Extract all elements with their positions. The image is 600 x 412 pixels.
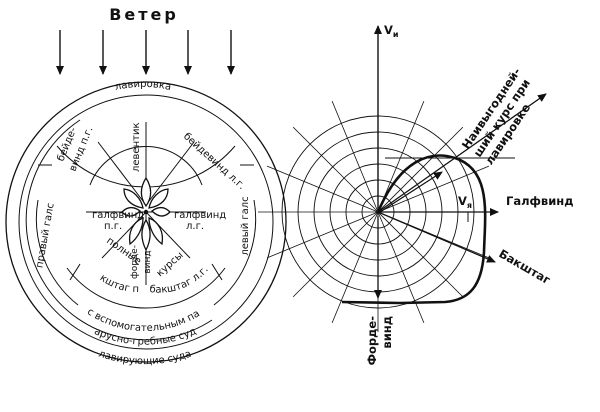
boat-icon-up-left <box>123 188 144 209</box>
label-fordewind-2: винд <box>143 250 153 273</box>
grid-ray-4 <box>377 211 425 324</box>
grid-ray-6 <box>331 211 379 324</box>
grid-ray-16 <box>377 165 490 213</box>
label-full-courses-2: курсы <box>155 250 186 279</box>
ring-labels: лавировка правый галс левый галс суда с … <box>0 0 251 367</box>
label-galfwind-lt-1: галфвинд <box>174 210 226 221</box>
backstay-arrow <box>377 211 496 263</box>
label-tacking: лавировка <box>114 79 172 93</box>
grid-ray-3 <box>377 211 464 298</box>
boat-icon-down-left <box>128 217 144 246</box>
boat-icon-right <box>151 206 171 217</box>
polar-curve <box>341 154 487 305</box>
label-beidewind-lt: бейдевинд л.г. <box>181 131 247 192</box>
vmg-arrow <box>379 171 443 213</box>
label-speed-v: Vя <box>458 194 472 210</box>
boat-icons <box>121 176 171 252</box>
grid-ray-10 <box>266 165 379 213</box>
boat-icon-down-right <box>148 217 164 246</box>
best-course-arrow <box>377 93 547 213</box>
label-galfwind: Галфвинд <box>506 194 574 208</box>
boat-icon-down <box>141 218 151 252</box>
grid-ray-15 <box>377 126 464 213</box>
grid-ray-12 <box>331 100 379 213</box>
axis-label-v: Vи <box>384 23 399 39</box>
label-fordewind-1: форде- <box>130 245 140 279</box>
grid-ray-8 <box>266 211 379 259</box>
polar-speed-diagram: Vи Vя Галфвинд Бакштаг Наивыгодней- ший … <box>258 23 574 365</box>
boat-icon-left <box>121 206 141 217</box>
boat-icon-up-right <box>148 188 169 209</box>
label-fordewind-2: винд <box>380 316 394 349</box>
wind-course-diagram: Ветер <box>0 0 287 367</box>
boat-icon-up <box>140 176 152 208</box>
label-galfwind-rt-2: п.г. <box>104 221 122 232</box>
label-left-tack: левый галс <box>240 196 251 255</box>
label-galfwind-lt-2: л.г. <box>186 221 204 232</box>
label-galfwind-rt-1: галфвинд <box>92 210 144 221</box>
wind-arrows <box>56 30 235 75</box>
grid-ray-11 <box>292 126 379 213</box>
label-backstay: Бакштаг <box>497 246 553 287</box>
wind-title: Ветер <box>109 5 179 24</box>
course-rings <box>5 81 287 363</box>
label-tacking-vessels: лавирующие суда <box>97 349 193 368</box>
label-fordewind-1: Форде- <box>365 316 379 366</box>
grid-ray-7 <box>292 211 379 298</box>
label-levantik: левентик <box>131 123 142 173</box>
